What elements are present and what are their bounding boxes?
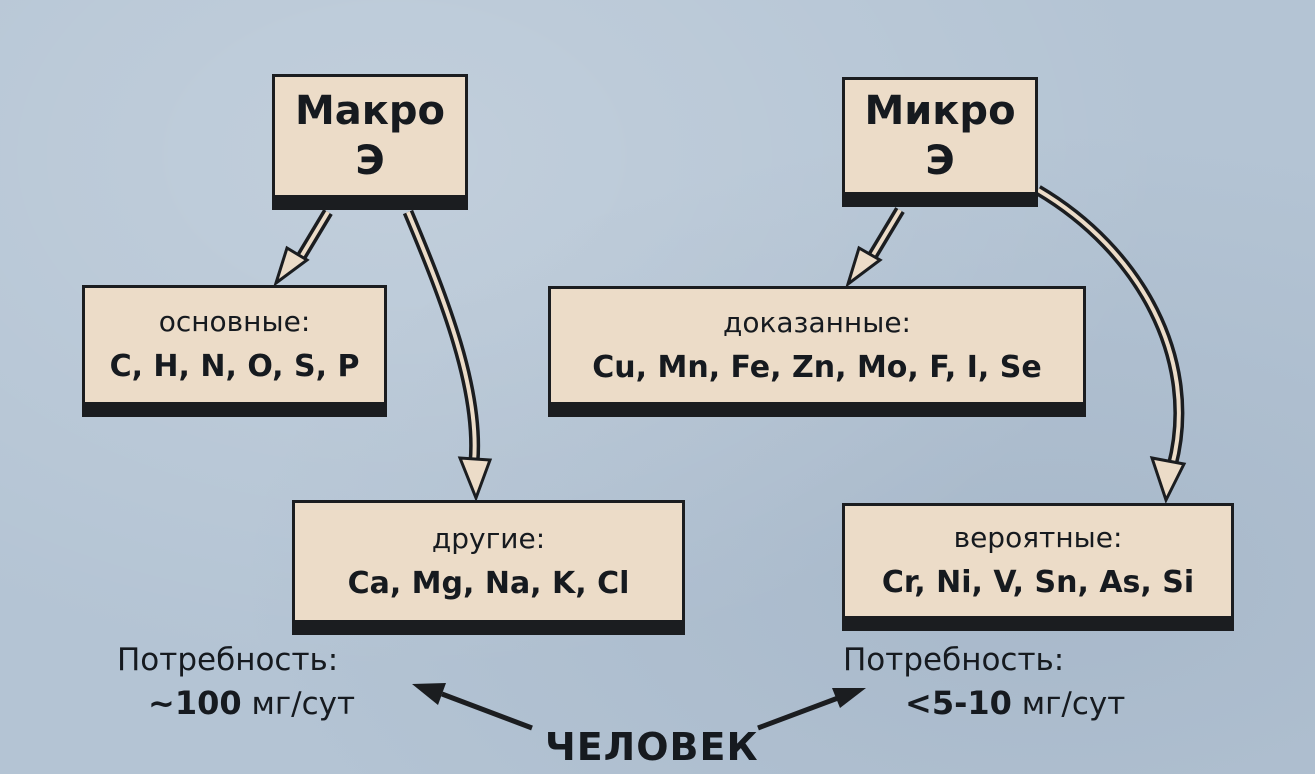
macro-need-label: Потребность: (117, 642, 339, 678)
macro-other-box: другие: Ca, Mg, Na, K, Cl (292, 500, 685, 623)
macro-need-unit: мг/сут (251, 686, 356, 722)
arrow-micro-to-proven (845, 207, 905, 288)
macro-header-line2: Э (355, 138, 385, 184)
macro-need-value: ~100 мг/сут (148, 683, 355, 724)
macro-header-line1: Макро (294, 88, 446, 134)
macro-basic-elements: C, H, N, O, S, P (109, 349, 360, 384)
micro-header-line1: Микро (864, 88, 1016, 134)
macro-need-amount: 100 (174, 684, 242, 722)
micro-need-prefix: < (905, 684, 932, 722)
arrow-macro-to-other (402, 209, 493, 503)
micro-proven-box: доказанные: Cu, Mn, Fe, Zn, Mo, F, I, Se (548, 286, 1086, 405)
micro-probable-elements: Cr, Ni, V, Sn, As, Si (881, 565, 1195, 600)
macro-other-label: другие: (431, 521, 546, 555)
macro-other-elements: Ca, Mg, Na, K, Cl (347, 565, 630, 601)
micro-proven-elements: Cu, Mn, Fe, Zn, Mo, F, I, Se (592, 349, 1042, 385)
human-label: ЧЕЛОВЕК (545, 725, 759, 769)
arrow-human-to-macro-need (412, 683, 533, 731)
micro-proven-label: доказанные: (723, 305, 911, 339)
macro-need-prefix: ~ (148, 684, 175, 722)
micro-need-unit: мг/сут (1021, 686, 1126, 722)
micro-header-line2: Э (925, 138, 955, 184)
arrow-micro-to-probable (1035, 185, 1187, 504)
macro-basic-box: основные: C, H, N, O, S, P (82, 285, 387, 405)
arrow-human-to-micro-need (757, 688, 866, 731)
micro-elements-box: Микро Э (842, 77, 1038, 195)
micro-need-amount: 5-10 (931, 684, 1012, 722)
micro-probable-label: вероятные: (953, 521, 1123, 554)
micro-need-value: <5-10 мг/сут (905, 683, 1125, 724)
micro-probable-box: вероятные: Cr, Ni, V, Sn, As, Si (842, 503, 1234, 619)
micro-need-label: Потребность: (843, 642, 1065, 678)
macro-elements-box: Макро Э (272, 74, 468, 198)
arrow-macro-to-basic (273, 209, 333, 287)
macro-basic-label: основные: (158, 305, 311, 338)
